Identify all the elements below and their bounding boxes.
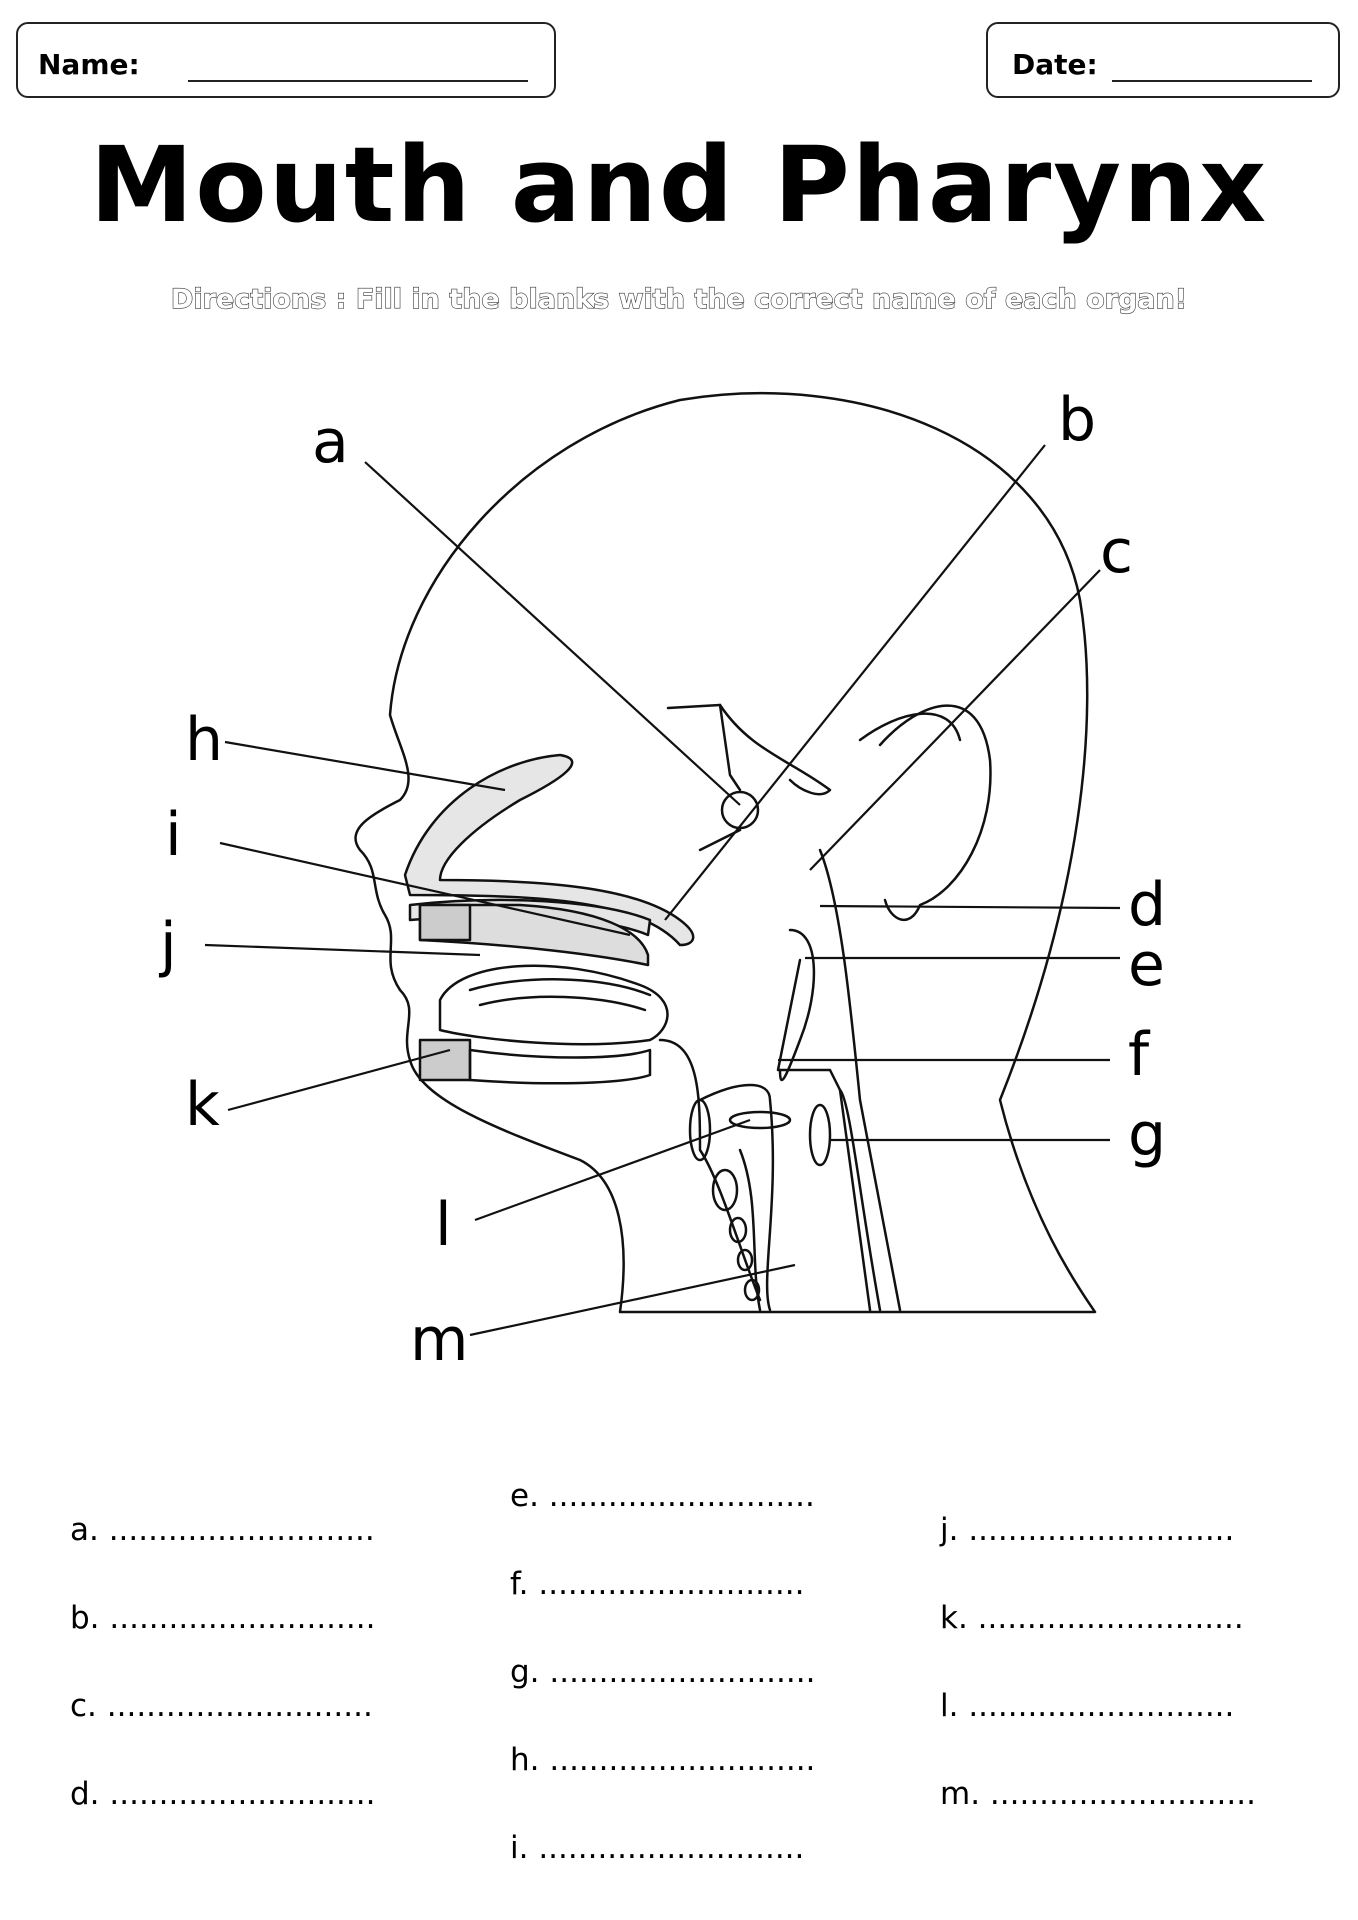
answer-m[interactable]: m. ...........................	[940, 1776, 1256, 1812]
upper-jaw	[418, 903, 650, 967]
head-outline	[354, 392, 1097, 1314]
label-f: f	[1128, 1020, 1151, 1090]
label-h: h	[185, 705, 223, 775]
label-j: j	[158, 910, 177, 980]
date-field-box: Date:	[986, 22, 1340, 98]
lower-jaw	[418, 1038, 472, 1082]
answer-b[interactable]: b. ...........................	[70, 1600, 376, 1636]
answer-a[interactable]: a. ...........................	[70, 1512, 375, 1548]
answer-l[interactable]: l. ...........................	[940, 1688, 1235, 1724]
label-i: i	[165, 800, 182, 870]
answer-e[interactable]: e. ...........................	[510, 1478, 815, 1514]
label-k: k	[185, 1070, 220, 1140]
trachea	[698, 1083, 775, 1312]
page-title: Mouth and Pharynx	[89, 124, 1269, 246]
date-label: Date:	[1012, 48, 1098, 81]
answer-i[interactable]: i. ...........................	[510, 1830, 805, 1866]
label-b: b	[1058, 385, 1096, 455]
label-a: a	[312, 407, 349, 477]
label-l: l	[435, 1190, 452, 1260]
answer-k[interactable]: k. ...........................	[940, 1600, 1244, 1636]
label-m: m	[410, 1305, 468, 1360]
pharynx	[658, 1038, 762, 1302]
label-c: c	[1100, 517, 1133, 587]
label-g: g	[1128, 1100, 1166, 1170]
tongue	[438, 964, 669, 1046]
answer-c[interactable]: c. ...........................	[70, 1688, 373, 1724]
answer-g[interactable]: g. ...........................	[510, 1654, 816, 1690]
answer-f[interactable]: f. ...........................	[510, 1566, 805, 1602]
answer-d[interactable]: d. ...........................	[70, 1776, 376, 1812]
head-cross-section-diagram: a b c d e f g h i j k l m	[158, 385, 1166, 1360]
date-input-line[interactable]	[1112, 80, 1312, 82]
label-e: e	[1128, 930, 1165, 1000]
name-label: Name:	[38, 48, 140, 81]
directions-text: Directions : Fill in the blanks with the…	[170, 283, 1188, 315]
answer-h[interactable]: h. ...........................	[510, 1742, 816, 1778]
label-d: d	[1128, 870, 1166, 940]
name-field-box: Name:	[16, 22, 556, 98]
name-input-line[interactable]	[188, 80, 528, 82]
answer-j[interactable]: j. ...........................	[940, 1512, 1235, 1548]
ear	[878, 704, 992, 922]
